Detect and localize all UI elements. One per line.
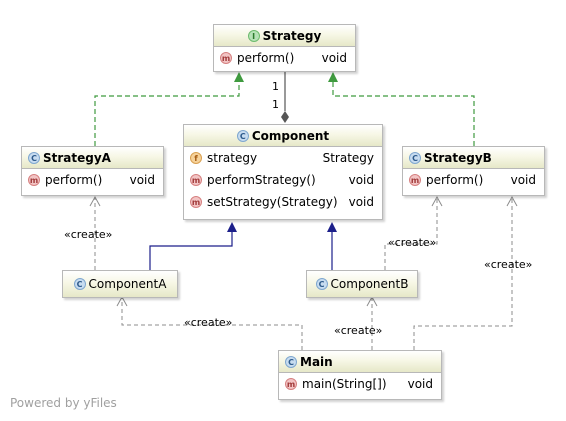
- method-icon: m: [190, 196, 202, 208]
- method-icon: m: [220, 52, 232, 64]
- generalization-arrowhead-a: [227, 222, 237, 232]
- member-row: m perform() void: [214, 47, 355, 69]
- class-name: ComponentA: [88, 277, 167, 291]
- member-name: perform(): [426, 173, 484, 187]
- method-icon: m: [409, 174, 421, 186]
- dependency-arrowhead-3: [506, 195, 518, 207]
- member-row: f strategy Strategy: [184, 147, 382, 169]
- create-label: «create»: [388, 236, 437, 249]
- interface-icon: I: [247, 29, 260, 42]
- member-name: perform(): [237, 51, 295, 65]
- member-name: perform(): [45, 173, 103, 187]
- realization-strategyb-strategy: [332, 76, 475, 146]
- member-row: m setStrategy(Strategy) void: [184, 191, 382, 213]
- composition-diamond: [281, 111, 289, 123]
- member-row: m main(String[]) void: [279, 373, 441, 395]
- create-label: «create»: [184, 316, 233, 329]
- class-name: Component: [251, 129, 330, 143]
- class-icon: C: [28, 151, 40, 164]
- generalization-componenta-component: [149, 232, 233, 270]
- class-icon: C: [409, 151, 421, 164]
- dependency-arrowhead-1: [89, 195, 101, 207]
- member-type: void: [321, 51, 347, 65]
- create-label: «create»: [64, 228, 113, 241]
- method-icon: m: [28, 174, 40, 186]
- member-type: void: [407, 377, 433, 391]
- member-type: void: [348, 173, 374, 187]
- member-name: performStrategy(): [207, 173, 316, 187]
- member-row: m perform() void: [22, 169, 163, 191]
- member-type: void: [129, 173, 155, 187]
- footer-powered-by: Powered by yFiles: [10, 396, 117, 410]
- multiplicity-label: 1: [272, 98, 279, 111]
- dependency-main-strategyb: [413, 198, 513, 350]
- realization-arrowhead-b: [328, 72, 338, 82]
- method-icon: m: [190, 174, 202, 186]
- member-row: m performStrategy() void: [184, 169, 382, 191]
- member-type: void: [510, 173, 536, 187]
- class-name: Main: [300, 355, 333, 369]
- realization-strategya-strategy: [94, 76, 240, 146]
- member-name: strategy: [207, 151, 258, 165]
- class-name: StrategyB: [424, 151, 492, 165]
- realization-arrowhead-a: [234, 72, 244, 82]
- class-name: ComponentB: [330, 277, 409, 291]
- create-label: «create»: [334, 324, 383, 337]
- multiplicity-label: 1: [272, 80, 279, 93]
- member-type: void: [348, 195, 374, 209]
- class-name: StrategyA: [43, 151, 111, 165]
- create-label: «create»: [484, 258, 533, 271]
- member-name: main(String[]): [302, 377, 387, 391]
- class-name: Strategy: [262, 29, 322, 43]
- generalization-arrowhead-b: [327, 222, 337, 232]
- dependency-arrowhead-2: [431, 195, 443, 207]
- method-icon: m: [285, 378, 297, 390]
- class-icon: C: [285, 355, 297, 368]
- member-name: setStrategy(Strategy): [207, 195, 338, 209]
- class-icon: C: [73, 277, 86, 290]
- field-icon: f: [190, 152, 202, 164]
- member-type: Strategy: [322, 151, 374, 165]
- class-icon: C: [315, 277, 328, 290]
- class-icon: C: [236, 129, 249, 142]
- dependency-main-componenta: [121, 298, 303, 350]
- dependency-componentb-strategyb: [384, 198, 438, 270]
- member-row: m perform() void: [403, 169, 544, 191]
